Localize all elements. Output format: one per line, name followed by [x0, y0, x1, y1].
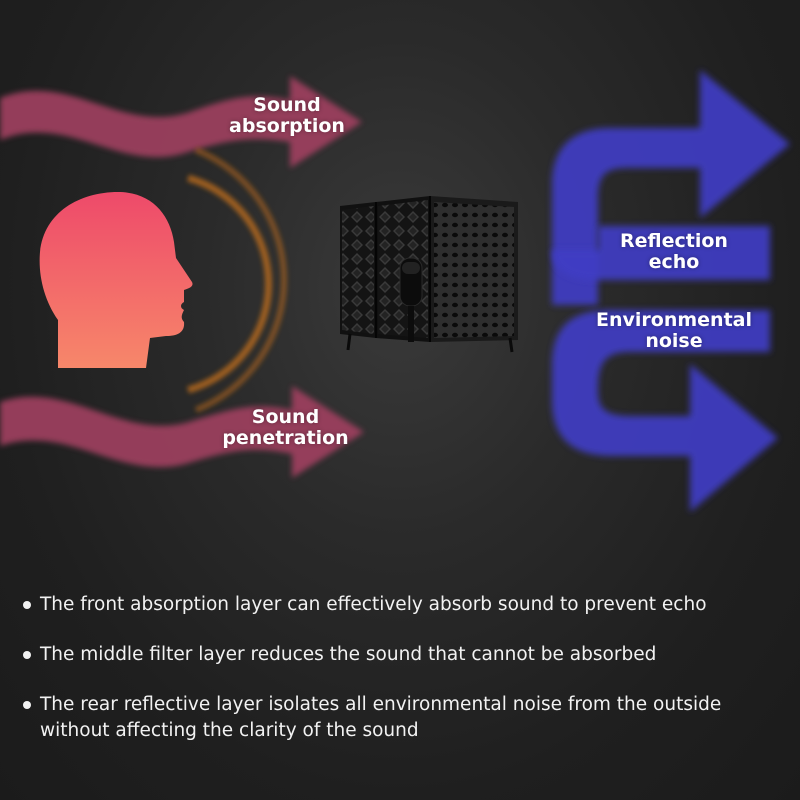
sound-wave-rings	[187, 147, 288, 413]
bullet-dot-icon	[23, 651, 31, 659]
sound-penetration-arrow	[0, 386, 364, 478]
feature-item-rear-layer: The rear reflective layer isolates all e…	[22, 692, 792, 744]
bullet-dot-icon	[23, 701, 31, 709]
microphone-isolation-shield	[340, 196, 518, 353]
reflection-echo-band	[552, 226, 770, 280]
bullet-dot-icon	[23, 601, 31, 609]
feature-text: The front absorption layer can effective…	[40, 594, 707, 615]
environmental-noise-arrow	[552, 310, 778, 512]
feature-text: The middle filter layer reduces the soun…	[40, 644, 657, 665]
sound-absorption-label: Sound absorption	[229, 94, 345, 137]
feature-item-front-layer: The front absorption layer can effective…	[22, 592, 792, 618]
reflection-echo-label: Reflection echo	[620, 230, 728, 273]
sound-absorption-arrow	[0, 76, 362, 168]
sound-penetration-label: Sound penetration	[222, 406, 349, 449]
head-profile-icon	[39, 192, 193, 368]
feature-text: The rear reflective layer isolates all e…	[40, 694, 722, 741]
environmental-noise-label: Environmental noise	[596, 309, 752, 352]
feature-list: The front absorption layer can effective…	[22, 592, 792, 768]
reflection-echo-arrow	[552, 70, 790, 305]
feature-item-middle-layer: The middle filter layer reduces the soun…	[22, 642, 792, 668]
